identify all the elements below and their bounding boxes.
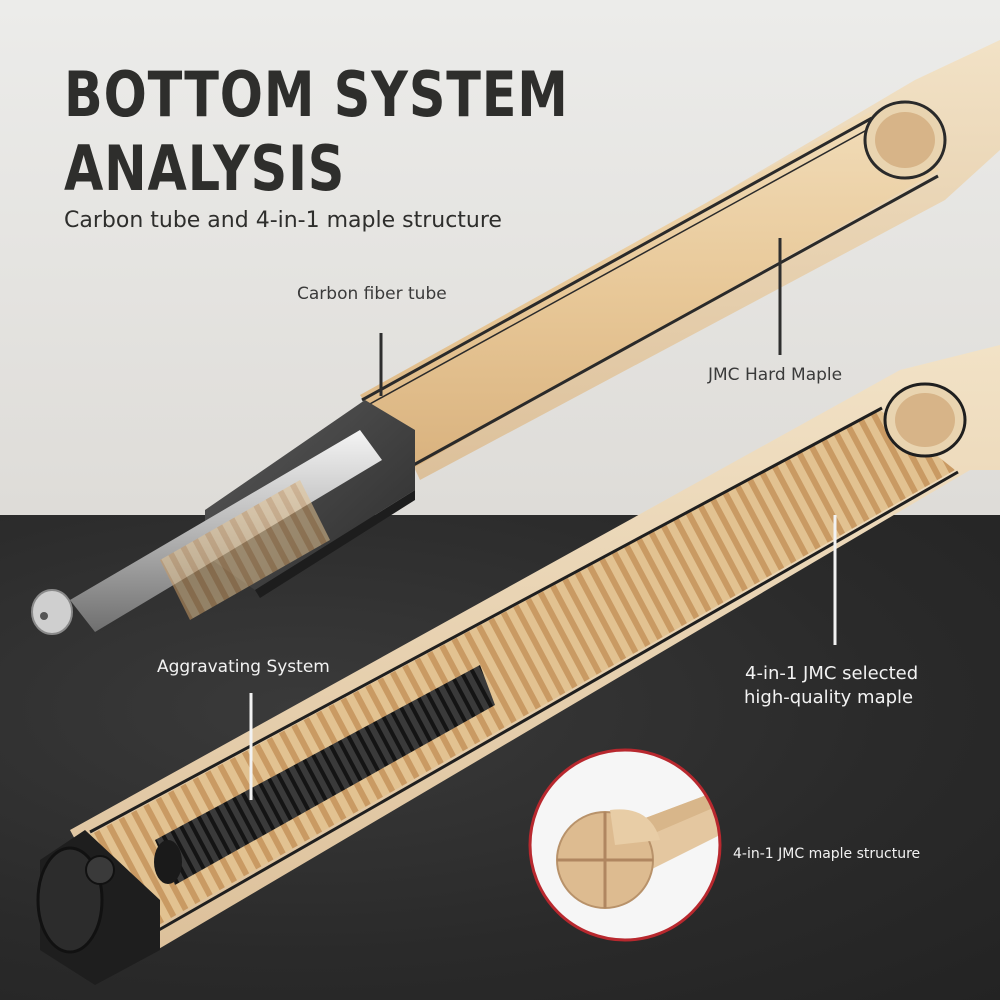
bottom-cue-butt bbox=[36, 345, 1000, 985]
maple-structure-inset bbox=[528, 748, 722, 942]
label-selected-maple-line-2: high-quality maple bbox=[744, 687, 914, 708]
page-title: BOTTOM SYSTEM ANALYSIS bbox=[64, 58, 569, 206]
label-jmc-hard-maple: JMC Hard Maple bbox=[708, 365, 843, 385]
label-maple-structure: 4-in-1 JMC maple structure bbox=[733, 846, 921, 862]
page-title-line-1: BOTTOM SYSTEM bbox=[64, 58, 569, 131]
top-cue-shaft bbox=[31, 40, 1000, 635]
label-selected-maple-line-1: 4-in-1 JMC selected bbox=[745, 663, 919, 684]
page-title-line-2: ANALYSIS bbox=[64, 132, 346, 205]
label-carbon-fiber-tube: Carbon fiber tube bbox=[297, 284, 447, 304]
page-subtitle: Carbon tube and 4-in-1 maple structure bbox=[64, 208, 502, 233]
label-aggravating-system: Aggravating System bbox=[157, 657, 330, 677]
